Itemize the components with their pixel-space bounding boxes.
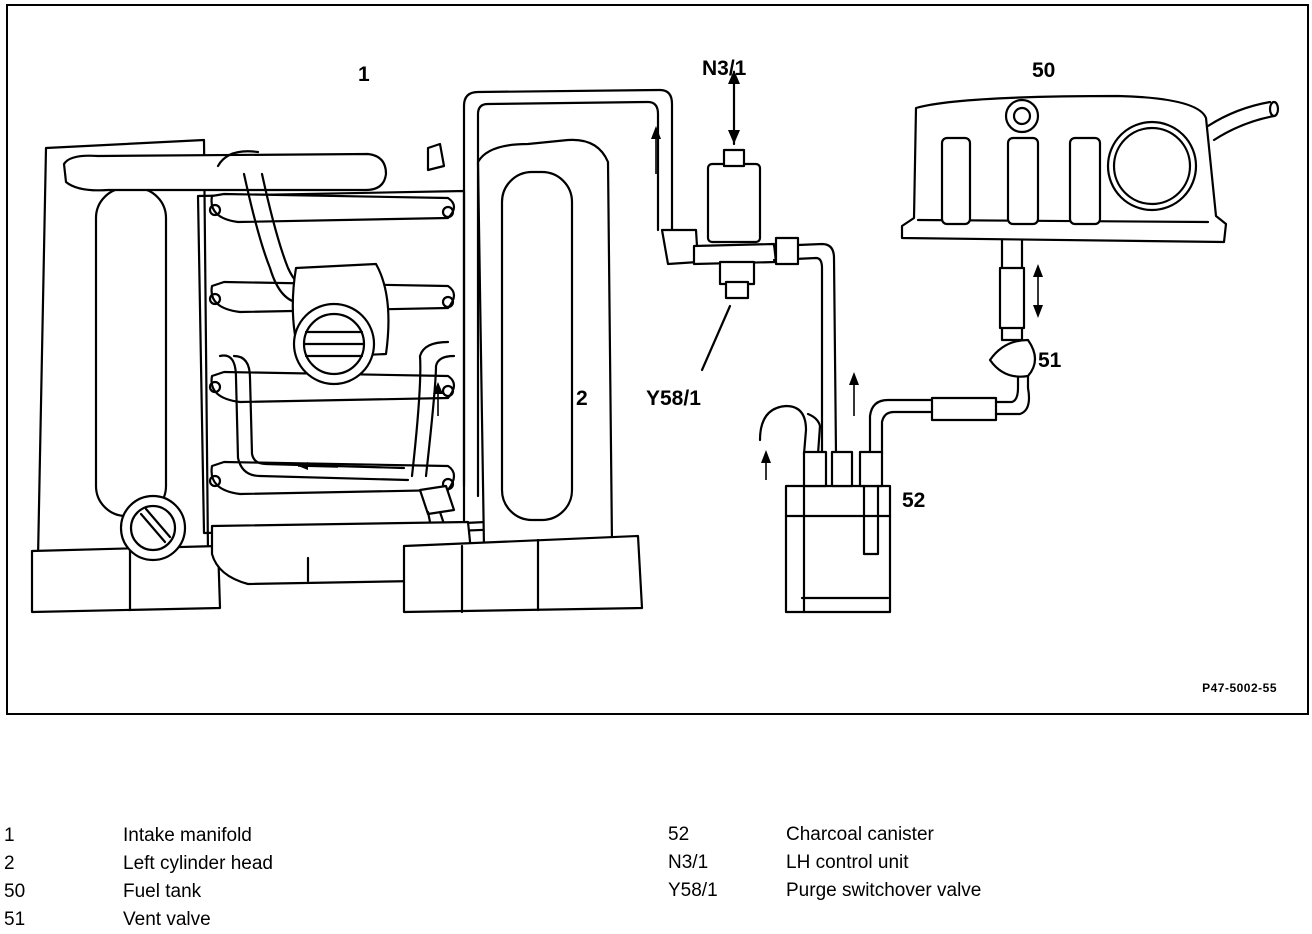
diagram-frame: 1 2 N3/1 50 51 52 Y58/1 P47-5002-55 — [6, 4, 1309, 715]
legend-item: Y58/1 Purge switchover valve — [668, 877, 981, 905]
vent-valve-drawing — [988, 236, 1043, 378]
legend-right: 52 Charcoal canister N3/1 LH control uni… — [668, 821, 981, 905]
legend-item: 52 Charcoal canister — [668, 821, 981, 849]
callout-52: 52 — [902, 489, 926, 512]
evap-system-drawing — [30, 70, 1280, 614]
legend-item: 2 Left cylinder head — [4, 850, 273, 878]
callout-50: 50 — [1032, 59, 1056, 82]
callout-1: 1 — [358, 63, 370, 86]
legend-key: 50 — [4, 881, 26, 902]
callout-51: 51 — [1038, 349, 1062, 372]
reference-code: P47-5002-55 — [1202, 681, 1277, 695]
legend-text: Fuel tank — [123, 881, 202, 902]
engine-left-bank — [30, 138, 222, 614]
legend-key: 52 — [668, 824, 690, 845]
legend-key: 1 — [4, 825, 15, 846]
legend-text: Purge switchover valve — [786, 880, 982, 901]
legend-text: Intake manifold — [123, 825, 252, 846]
intake-manifold-drawing — [62, 142, 530, 586]
purge-line-to-manifold — [462, 88, 700, 498]
legend-text: Charcoal canister — [786, 824, 934, 845]
legend-key: N3/1 — [668, 852, 709, 873]
purge-switchover-valve-drawing — [692, 70, 778, 372]
left-cylinder-head-drawing — [402, 138, 644, 614]
canister-lines — [758, 236, 1031, 480]
legend-text: LH control unit — [786, 852, 909, 873]
callout-y58-1: Y58/1 — [646, 387, 701, 410]
legend-item: N3/1 LH control unit — [668, 849, 981, 877]
fuel-tank-drawing — [900, 94, 1280, 244]
legend-text: Left cylinder head — [123, 853, 273, 874]
legend-text: Vent valve — [123, 909, 211, 930]
legend-key: 2 — [4, 853, 15, 874]
callout-n3-1: N3/1 — [702, 57, 747, 80]
legend-item: 1 Intake manifold — [4, 822, 273, 850]
legend-key: Y58/1 — [668, 880, 718, 901]
callout-2: 2 — [576, 387, 588, 410]
legend-item: 51 Vent valve — [4, 906, 273, 934]
legend-left: 1 Intake manifold 2 Left cylinder head 5… — [4, 822, 273, 934]
charcoal-canister-drawing — [784, 450, 892, 614]
legend-key: 51 — [4, 909, 26, 930]
legend-item: 50 Fuel tank — [4, 878, 273, 906]
